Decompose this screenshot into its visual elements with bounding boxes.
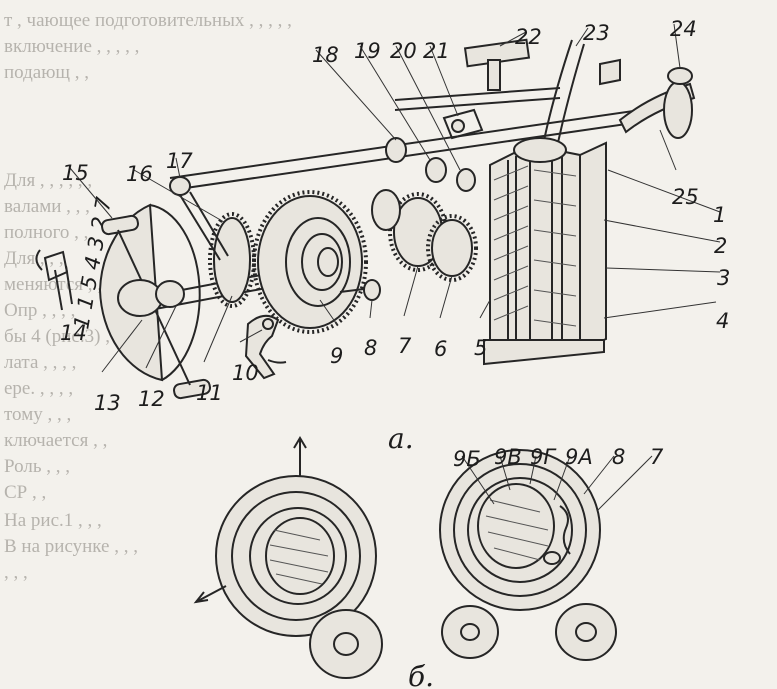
callout-6: 6 (434, 337, 447, 361)
callout-9: 9 (330, 344, 343, 368)
callout-21: 21 (423, 39, 450, 63)
background-text-line: Опр , , , , (4, 300, 76, 321)
callout-29: 9А (565, 445, 593, 469)
background-text-line: бы 4 (рис.3) , , , (4, 326, 129, 347)
large-gear-9 (252, 190, 368, 334)
background-text-line: ключается , , (4, 430, 108, 451)
background-text-line: На рис.1 , , , (4, 510, 102, 531)
callout-8: 8 (364, 336, 377, 360)
upper-rod (169, 87, 641, 191)
background-text-line: Роль , , , (4, 456, 70, 477)
callout-13: 13 (94, 391, 121, 415)
callout-2: 2 (714, 234, 727, 258)
callout-3: 3 (717, 266, 730, 290)
callout-10: 10 (232, 361, 259, 385)
subfigure-label-1: а. (388, 422, 414, 455)
background-text-line: ере. , , , , (4, 378, 74, 399)
background-text-line: СР , , (4, 482, 47, 503)
background-text-line: тому , , , (4, 404, 72, 425)
callout-25: 25 (672, 185, 699, 209)
callout-27: 9В (494, 445, 522, 469)
pawl-10 (244, 314, 287, 380)
callout-23: 23 (583, 21, 610, 45)
callout-19: 19 (354, 39, 381, 63)
background-text-line: полного , , (4, 222, 89, 243)
background-text-line: Для , , , , , , (4, 170, 93, 191)
callout-11: 11 (196, 381, 223, 405)
subfigure-label-2: б. (408, 660, 434, 689)
detail-b-right (439, 449, 617, 661)
callout-5: 5 (474, 336, 487, 360)
counter-dial: 1 1 5 4 3 2 7 (69, 195, 211, 400)
background-text-line: , , , (4, 562, 28, 583)
background-text-line: т , чающее подготовительных , , , , , (4, 10, 292, 31)
callout-4: 4 (716, 309, 729, 333)
background-text-line: включение , , , , , (4, 36, 140, 57)
leader-lines (69, 23, 721, 511)
callout-31: 7 (650, 445, 664, 469)
background-text-line: В на рисунке , , , (4, 536, 138, 557)
top-linkage (442, 38, 696, 163)
background-text-line: подающ , , (4, 62, 90, 83)
shaft-collars (385, 137, 476, 192)
callout-7: 7 (398, 334, 412, 358)
spring-column (483, 141, 607, 366)
background-text-line: валами , , , (4, 196, 90, 217)
callout-17: 17 (166, 149, 193, 173)
rod-17 (169, 176, 229, 261)
callout-18: 18 (312, 43, 339, 67)
callout-15: 15 (62, 161, 89, 185)
background-text-line: Для , , , (4, 248, 64, 269)
gear-cluster (339, 189, 478, 301)
background-text-line: лата , , , , (4, 352, 77, 373)
callout-22: 22 (515, 25, 542, 49)
bracket-14 (35, 249, 73, 311)
callout-16: 16 (126, 162, 153, 186)
callout-20: 20 (390, 39, 417, 63)
callout-1: 1 (713, 203, 726, 227)
callout-12: 12 (138, 387, 165, 411)
callout-24: 24 (670, 17, 697, 41)
callout-28: 9Г (530, 445, 557, 469)
callout-14: 14 (60, 321, 87, 345)
callout-30: 8 (612, 445, 625, 469)
callout-26: 9Б (453, 447, 481, 471)
detail-b-left (193, 436, 383, 679)
subfigure-captions: а. б. (388, 422, 434, 689)
